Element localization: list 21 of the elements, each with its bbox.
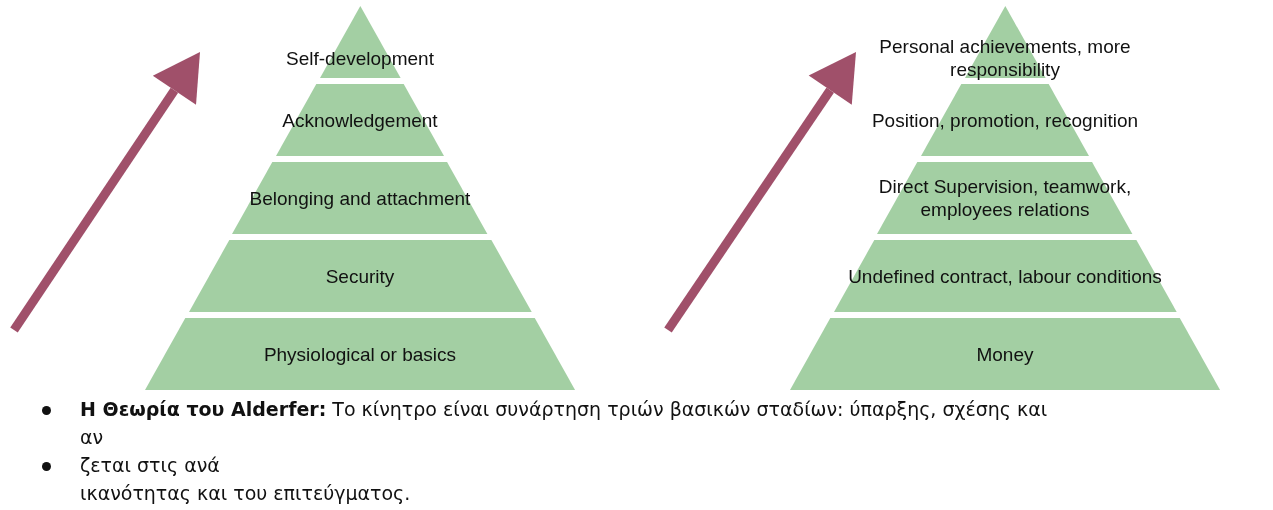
pyramid-tier: [789, 318, 1221, 390]
tier-label: Direct Supervision, teamwork, employees relations: [877, 175, 1133, 221]
tier-label: Physiological or basics: [262, 342, 458, 366]
tier-label: Acknowledgement: [281, 108, 439, 132]
tier-label: Personal achievements, more responsibility: [878, 34, 1132, 81]
pyramid-tier: [833, 240, 1177, 312]
tier-label: Security: [324, 264, 396, 288]
tier-label: Position, promotion, recognition: [870, 108, 1140, 132]
pyramid-tier: [877, 162, 1133, 234]
paragraph-text: αν: [80, 426, 104, 448]
pyramid-tier: [188, 240, 532, 312]
pyramid-tier: [144, 318, 576, 390]
tier-label: Belonging and attachment: [248, 186, 472, 210]
tier-label: Undefined contract, labour conditions: [847, 264, 1163, 288]
paragraph-text: ζεται στις ανά: [80, 454, 220, 476]
paragraph-text: Η Θεωρία του Alderfer: Το κίνητρο είναι συνάρτηση τριών βασικών σταδίων: ύπαρξης, σχέσης και: [80, 398, 1048, 420]
tier-label: Self-development: [285, 46, 435, 70]
pyramid-tier: [232, 162, 488, 234]
pyramid-tier: [276, 84, 444, 156]
paragraph-text: ικανότητας και του επιτεύγματος.: [80, 482, 411, 504]
tier-label: Money: [975, 342, 1035, 366]
